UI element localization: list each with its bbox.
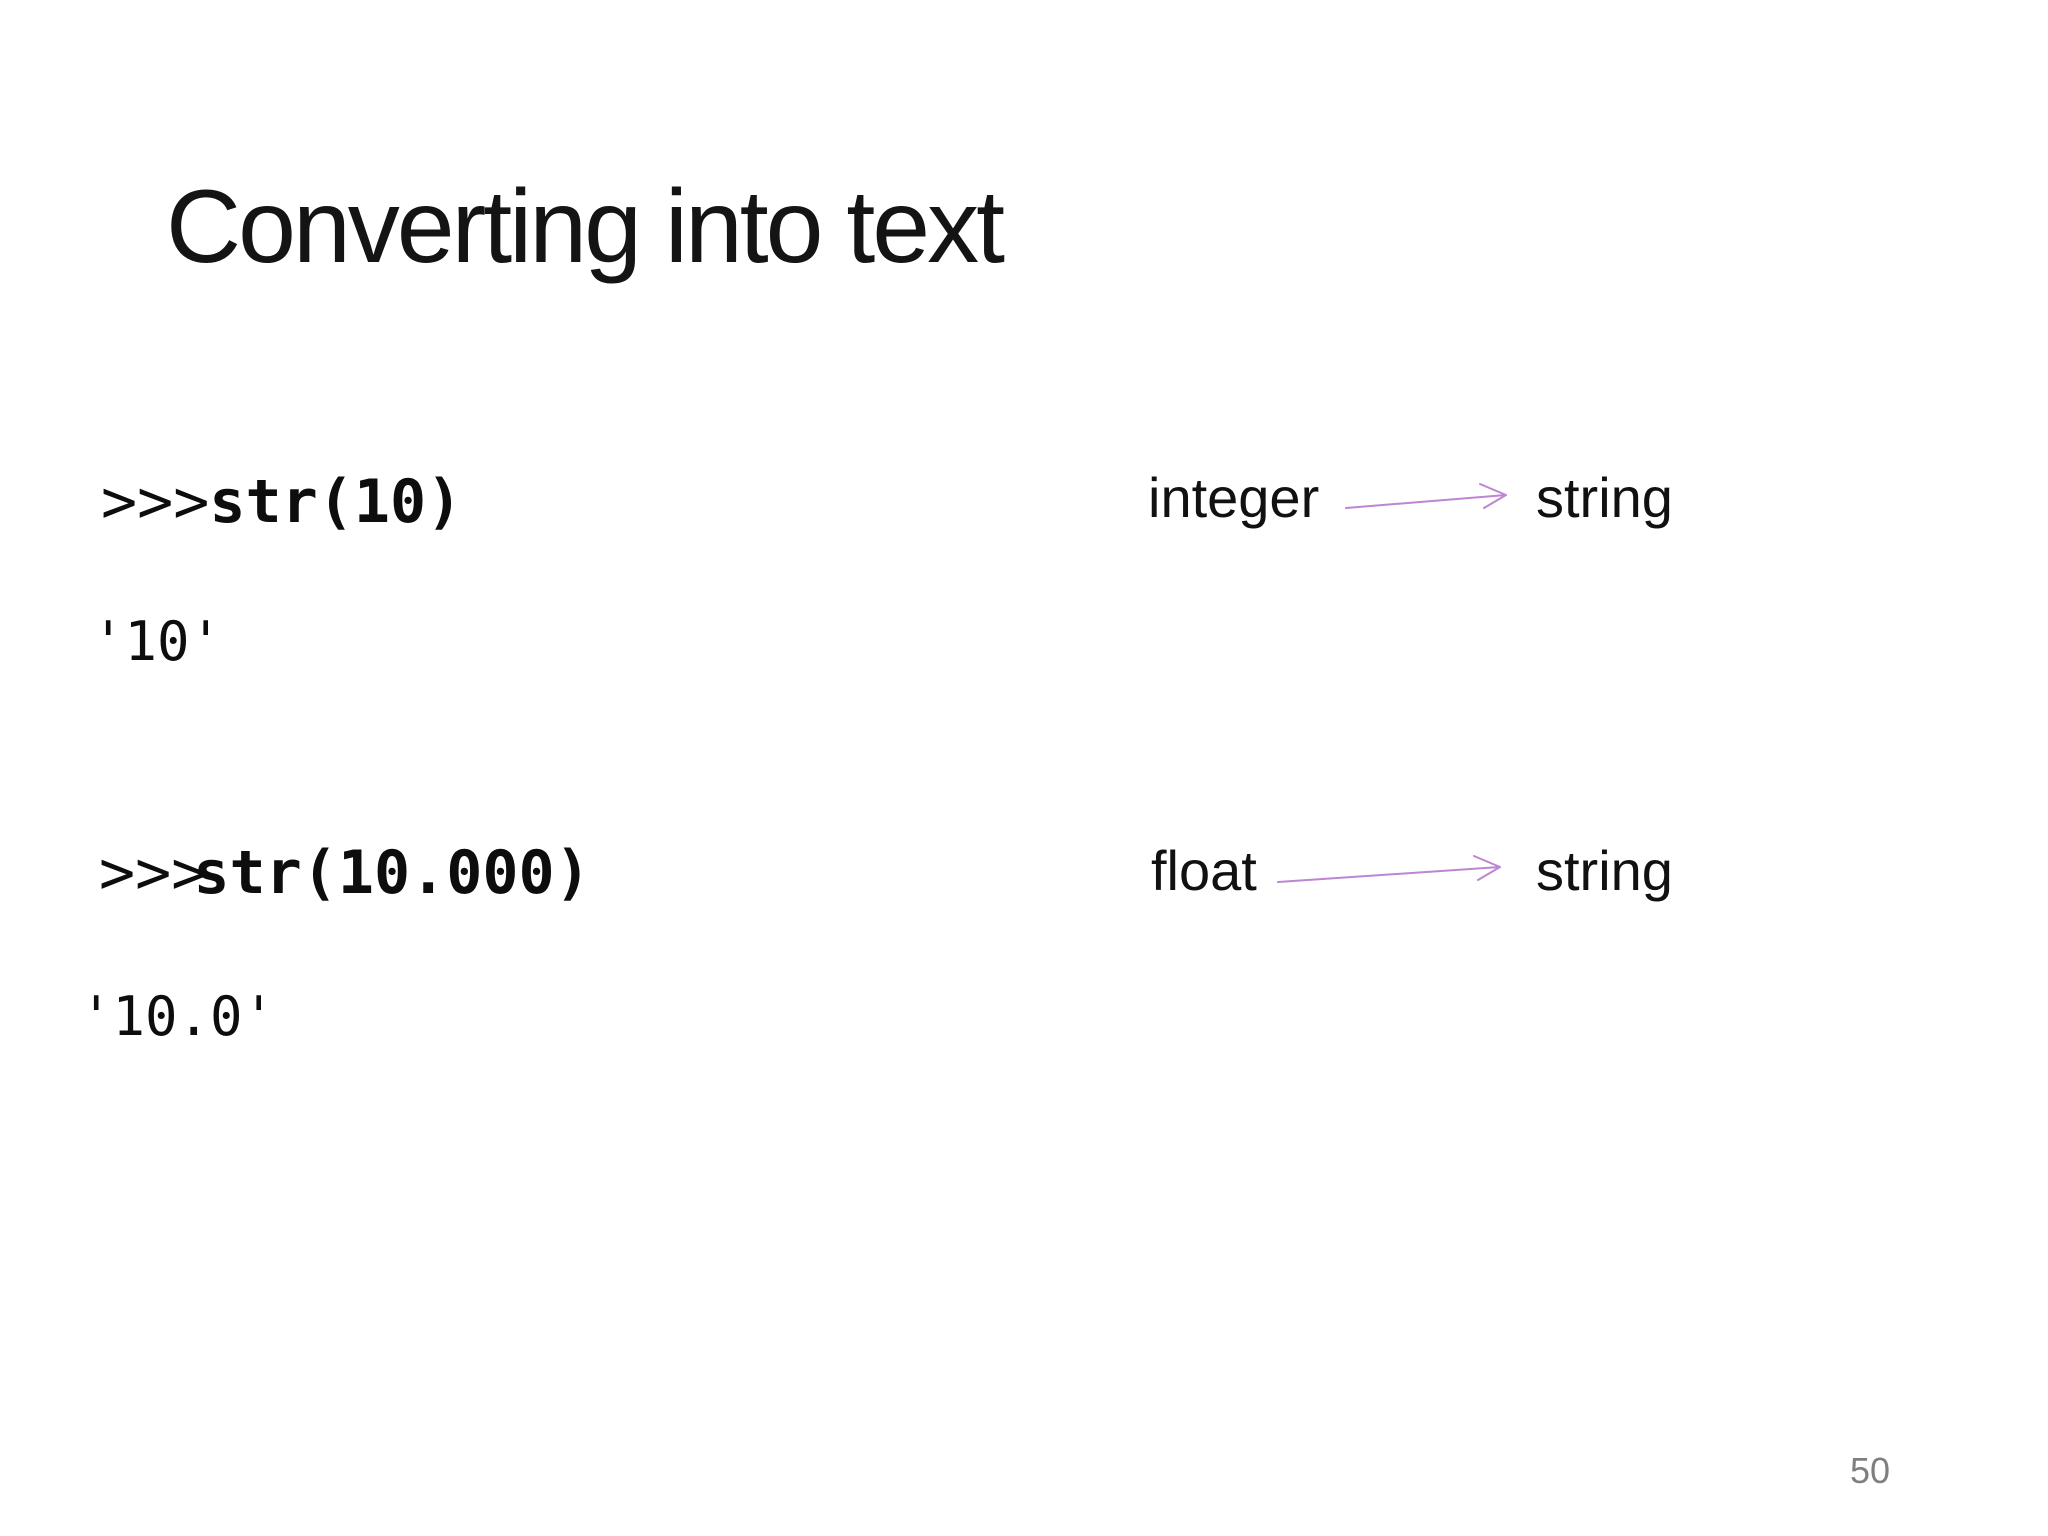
repl-prompt: >>> xyxy=(99,838,208,908)
repl-prompt: >>> xyxy=(101,467,210,537)
repl-output: '10' xyxy=(92,610,223,673)
code-expression: str(10) xyxy=(209,467,463,537)
type-label-string: string xyxy=(1536,839,1673,902)
page-title: Converting into text xyxy=(166,169,1005,285)
code-line-str-float: >>>str(10.000) xyxy=(99,843,591,903)
page-number: 50 xyxy=(1850,1450,1891,1491)
type-label-integer: integer xyxy=(1148,466,1320,529)
type-label-float: float xyxy=(1151,839,1257,902)
conversion-arrow-icon xyxy=(1345,483,1507,509)
conversion-arrow-icon xyxy=(1277,855,1501,883)
code-expression: str(10.000) xyxy=(193,838,591,908)
type-label-string: string xyxy=(1536,466,1673,529)
code-line-str-int: >>>str(10) xyxy=(101,472,462,532)
repl-output: '10.0' xyxy=(80,985,276,1048)
